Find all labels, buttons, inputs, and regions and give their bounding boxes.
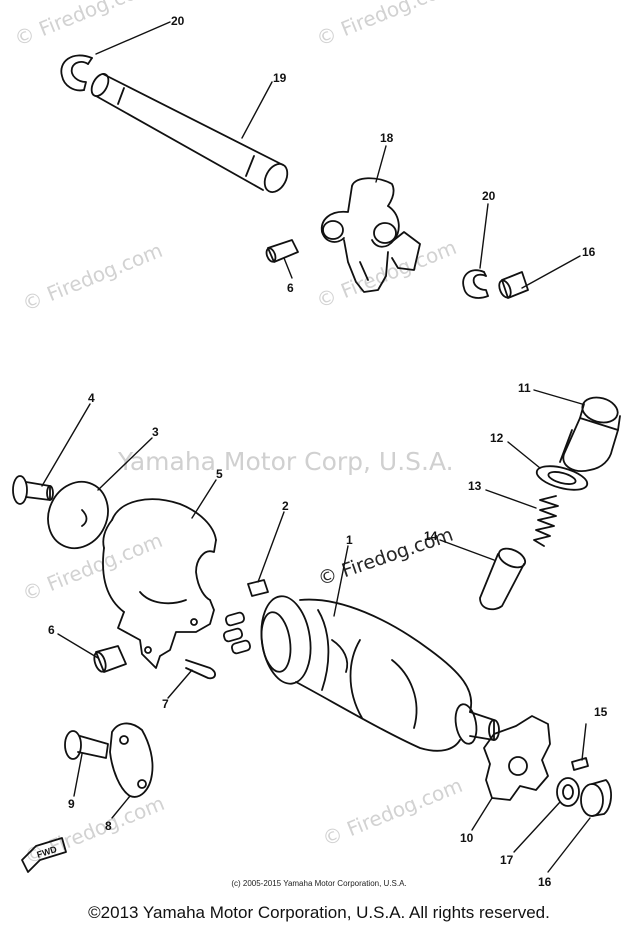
spring-part [533,495,559,547]
shaft-part [90,73,289,193]
diagram-copyright: (c) 2005-2015 Yamaha Motor Corporation, … [231,879,407,888]
dowel-pins [223,611,251,655]
pin-part [571,757,589,771]
callout-7: 7 [162,697,169,711]
callout-16: 16 [582,245,596,259]
circlip-part [60,54,93,92]
footer-copyright: ©2013 Yamaha Motor Corporation, U.S.A. A… [88,903,550,922]
pin-part [265,239,299,263]
leader-lines [41,21,591,873]
callout-2: 2 [282,499,289,513]
callout-12: 12 [490,431,504,445]
callout-4: 4 [88,391,95,405]
callout-13: 13 [468,479,482,493]
callout-labels: 20 19 18 20 16 6 4 3 5 2 1 11 12 13 14 6… [36,14,608,889]
shift-drum-part [260,595,500,752]
pin-part [93,645,127,673]
callout-17: 17 [500,853,514,867]
callout-3: 3 [152,425,159,439]
star-cam-part [483,715,551,801]
segment-housing-part [102,498,217,669]
shift-fork-part [320,177,421,293]
callout-20: 20 [171,14,185,28]
fwd-arrow [21,837,67,873]
callout-19: 19 [273,71,287,85]
circlip-part [462,269,489,299]
callout-20: 20 [482,189,496,203]
bolt-part [64,730,109,760]
bolt-part [12,475,54,505]
washer-part [556,777,580,807]
brand-watermark: Yamaha Motor Corp, U.S.A. [118,447,454,476]
washer-part [47,480,109,550]
callout-8: 8 [105,819,112,833]
callout-14: 14 [424,529,438,543]
callout-6: 6 [287,281,294,295]
callout-9: 9 [68,797,75,811]
callout-18: 18 [380,131,394,145]
callout-6: 6 [48,623,55,637]
cap-part [580,779,612,817]
plunger-part [479,547,527,611]
callout-10: 10 [460,831,474,845]
pin-part [185,659,216,680]
callout-5: 5 [216,467,223,481]
callout-16: 16 [538,875,552,889]
washer-part [535,465,589,491]
callout-11: 11 [518,381,531,395]
callout-1: 1 [346,533,353,547]
stopper-part [559,396,621,472]
plate-part [109,722,154,798]
cap-part [498,271,529,299]
callout-15: 15 [594,705,608,719]
